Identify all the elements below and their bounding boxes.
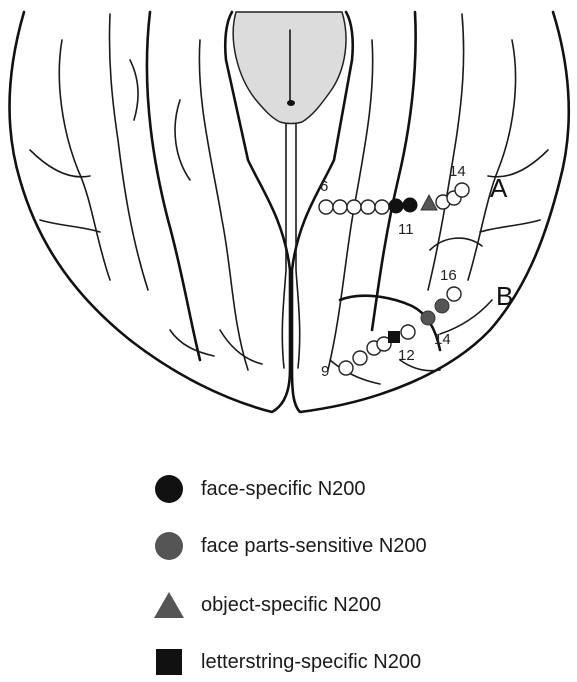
electrode: [375, 200, 389, 214]
electrode: [455, 183, 469, 197]
electrode: [361, 200, 375, 214]
strip-b-upper-label: 14: [434, 331, 451, 348]
electrode: [333, 200, 347, 214]
electrode: [339, 361, 353, 375]
square-icon: [153, 647, 185, 677]
face-specific-electrode: [403, 198, 417, 212]
object-specific-electrode: [421, 195, 437, 210]
legend-face-parts: face parts-sensitive N200: [153, 531, 427, 561]
legend-label: object-specific N200: [201, 594, 381, 617]
electrode: [347, 200, 361, 214]
face-parts-electrode: [435, 299, 449, 313]
electrode: [401, 325, 415, 339]
legend-label: letterstring-specific N200: [201, 651, 421, 674]
strip-a-start-label: 6: [320, 178, 328, 195]
legend-label: face parts-sensitive N200: [201, 535, 427, 558]
gray-circle-icon: [153, 531, 185, 561]
strip-b-top-label: 16: [440, 267, 457, 284]
legend-letterstring-specific: letterstring-specific N200: [153, 647, 421, 677]
legend-object-specific: object-specific N200: [153, 590, 381, 620]
legend-face-specific: face-specific N200: [153, 474, 366, 504]
region-b-label: B: [496, 281, 513, 311]
face-parts-electrode: [421, 311, 435, 325]
strip-a-end-label: 14: [449, 163, 466, 180]
triangle-icon: [153, 590, 185, 620]
electrode: [353, 351, 367, 365]
strip-a-middle-label: 11: [398, 221, 414, 238]
electrode: [447, 287, 461, 301]
face-specific-electrode: [389, 199, 403, 213]
strip-b-lower-label: 12: [398, 347, 415, 364]
region-a-label: A: [490, 173, 508, 203]
electrode: [319, 200, 333, 214]
letterstring-specific-electrode: [388, 331, 400, 343]
strip-b-start-label: 9: [321, 363, 329, 380]
filled-circle-icon: [153, 474, 185, 504]
legend-label: face-specific N200: [201, 478, 366, 501]
